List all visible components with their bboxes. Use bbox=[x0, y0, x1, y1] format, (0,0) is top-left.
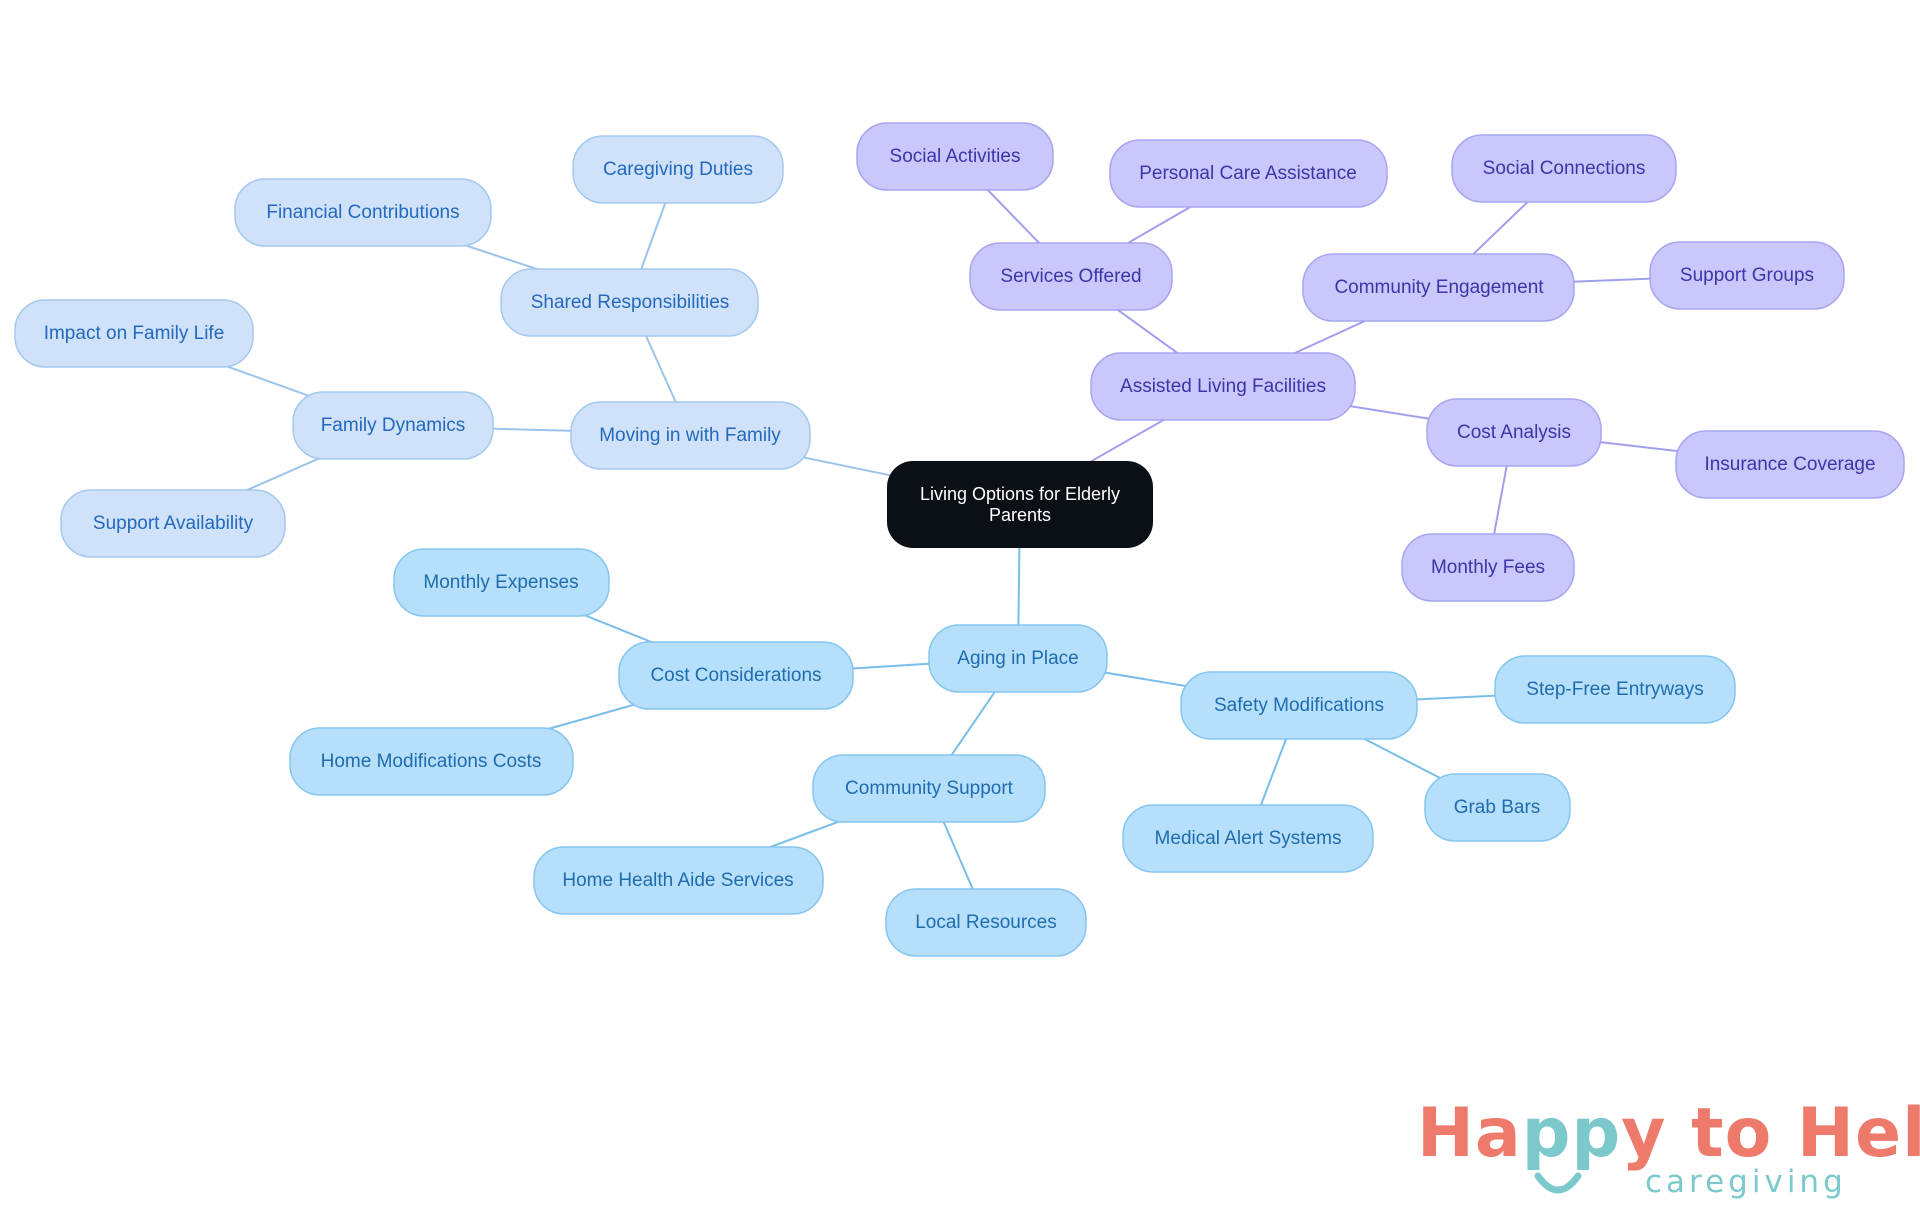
node-monthly-expenses[interactable]: Monthly Expenses bbox=[393, 548, 610, 617]
node-personal-care-assistance[interactable]: Personal Care Assistance bbox=[1109, 139, 1388, 208]
svg-text:Shared Responsibilities: Shared Responsibilities bbox=[531, 292, 730, 313]
svg-text:Home Health Aide Services: Home Health Aide Services bbox=[562, 870, 793, 891]
svg-text:Aging in Place: Aging in Place bbox=[957, 648, 1078, 669]
node-step-free-entryways[interactable]: Step-Free Entryways bbox=[1494, 655, 1736, 724]
node-support-groups[interactable]: Support Groups bbox=[1649, 241, 1845, 310]
svg-text:Social Connections: Social Connections bbox=[1483, 158, 1646, 179]
svg-text:Monthly Expenses: Monthly Expenses bbox=[423, 572, 578, 593]
node-home-health-aide-services[interactable]: Home Health Aide Services bbox=[533, 846, 824, 915]
mindmap-nodes: Living Options for Elderly Parents Movin… bbox=[14, 122, 1905, 957]
node-caregiving-duties[interactable]: Caregiving Duties bbox=[572, 135, 784, 204]
svg-text:Caregiving Duties: Caregiving Duties bbox=[603, 159, 753, 180]
node-insurance-coverage[interactable]: Insurance Coverage bbox=[1675, 430, 1905, 499]
svg-text:Services Offered: Services Offered bbox=[1000, 266, 1141, 287]
svg-text:Moving in with Family: Moving in with Family bbox=[599, 425, 781, 446]
node-cost-considerations[interactable]: Cost Considerations bbox=[618, 641, 854, 710]
node-grab-bars[interactable]: Grab Bars bbox=[1424, 773, 1571, 842]
smile-icon bbox=[1534, 1172, 1582, 1194]
svg-text:Cost Analysis: Cost Analysis bbox=[1457, 422, 1571, 443]
node-support-availability[interactable]: Support Availability bbox=[60, 489, 286, 558]
svg-text:Insurance Coverage: Insurance Coverage bbox=[1704, 454, 1875, 475]
svg-text:Safety Modifications: Safety Modifications bbox=[1214, 695, 1384, 716]
svg-text:Financial Contributions: Financial Contributions bbox=[266, 202, 459, 223]
svg-text:Support Groups: Support Groups bbox=[1680, 265, 1814, 286]
node-cost-analysis[interactable]: Cost Analysis bbox=[1426, 398, 1602, 467]
node-community-support[interactable]: Community Support bbox=[812, 754, 1046, 823]
svg-text:Impact on Family Life: Impact on Family Life bbox=[44, 323, 225, 344]
node-financial-contributions[interactable]: Financial Contributions bbox=[234, 178, 492, 247]
central-title-line1: Living Options for Elderly bbox=[920, 484, 1120, 504]
node-aging-in-place[interactable]: Aging in Place bbox=[928, 624, 1108, 693]
svg-text:Support Availability: Support Availability bbox=[93, 513, 254, 534]
svg-text:Social Activities: Social Activities bbox=[890, 146, 1021, 167]
svg-text:Home Modifications Costs: Home Modifications Costs bbox=[321, 751, 542, 772]
logo-brand-text: Happy to Help bbox=[1417, 1094, 1920, 1173]
svg-text:Medical Alert Systems: Medical Alert Systems bbox=[1155, 828, 1342, 849]
node-shared-responsibilities[interactable]: Shared Responsibilities bbox=[500, 268, 759, 337]
node-community-engagement[interactable]: Community Engagement bbox=[1302, 253, 1575, 322]
node-social-activities[interactable]: Social Activities bbox=[856, 122, 1054, 191]
central-node[interactable]: Living Options for Elderly Parents bbox=[887, 461, 1153, 548]
node-social-connections[interactable]: Social Connections bbox=[1451, 134, 1677, 203]
svg-text:Personal Care Assistance: Personal Care Assistance bbox=[1139, 163, 1357, 184]
node-medical-alert-systems[interactable]: Medical Alert Systems bbox=[1122, 804, 1374, 873]
svg-text:Monthly Fees: Monthly Fees bbox=[1431, 557, 1545, 578]
svg-text:Cost Considerations: Cost Considerations bbox=[650, 665, 821, 686]
svg-text:Community Support: Community Support bbox=[845, 778, 1014, 799]
happy-to-help-logo: Happy to Help caregiving bbox=[1415, 1094, 1920, 1200]
node-safety-modifications[interactable]: Safety Modifications bbox=[1180, 671, 1418, 740]
svg-text:Local Resources: Local Resources bbox=[915, 912, 1057, 933]
node-services-offered[interactable]: Services Offered bbox=[969, 242, 1173, 311]
svg-text:Family Dynamics: Family Dynamics bbox=[321, 415, 466, 436]
node-family-dynamics[interactable]: Family Dynamics bbox=[292, 391, 494, 460]
svg-text:Grab Bars: Grab Bars bbox=[1454, 797, 1541, 818]
central-title-line2: Parents bbox=[989, 505, 1051, 525]
svg-text:Step-Free Entryways: Step-Free Entryways bbox=[1526, 679, 1703, 700]
node-local-resources[interactable]: Local Resources bbox=[885, 888, 1087, 957]
node-home-modifications-costs[interactable]: Home Modifications Costs bbox=[289, 727, 574, 796]
node-assisted-living-facilities[interactable]: Assisted Living Facilities bbox=[1090, 352, 1356, 421]
svg-text:Assisted Living Facilities: Assisted Living Facilities bbox=[1120, 376, 1326, 397]
svg-text:Community Engagement: Community Engagement bbox=[1334, 277, 1544, 298]
node-monthly-fees[interactable]: Monthly Fees bbox=[1401, 533, 1575, 602]
node-impact-on-family-life[interactable]: Impact on Family Life bbox=[14, 299, 254, 368]
logo-tagline: caregiving bbox=[1645, 1164, 1847, 1200]
node-moving-in-with-family[interactable]: Moving in with Family bbox=[570, 401, 811, 470]
